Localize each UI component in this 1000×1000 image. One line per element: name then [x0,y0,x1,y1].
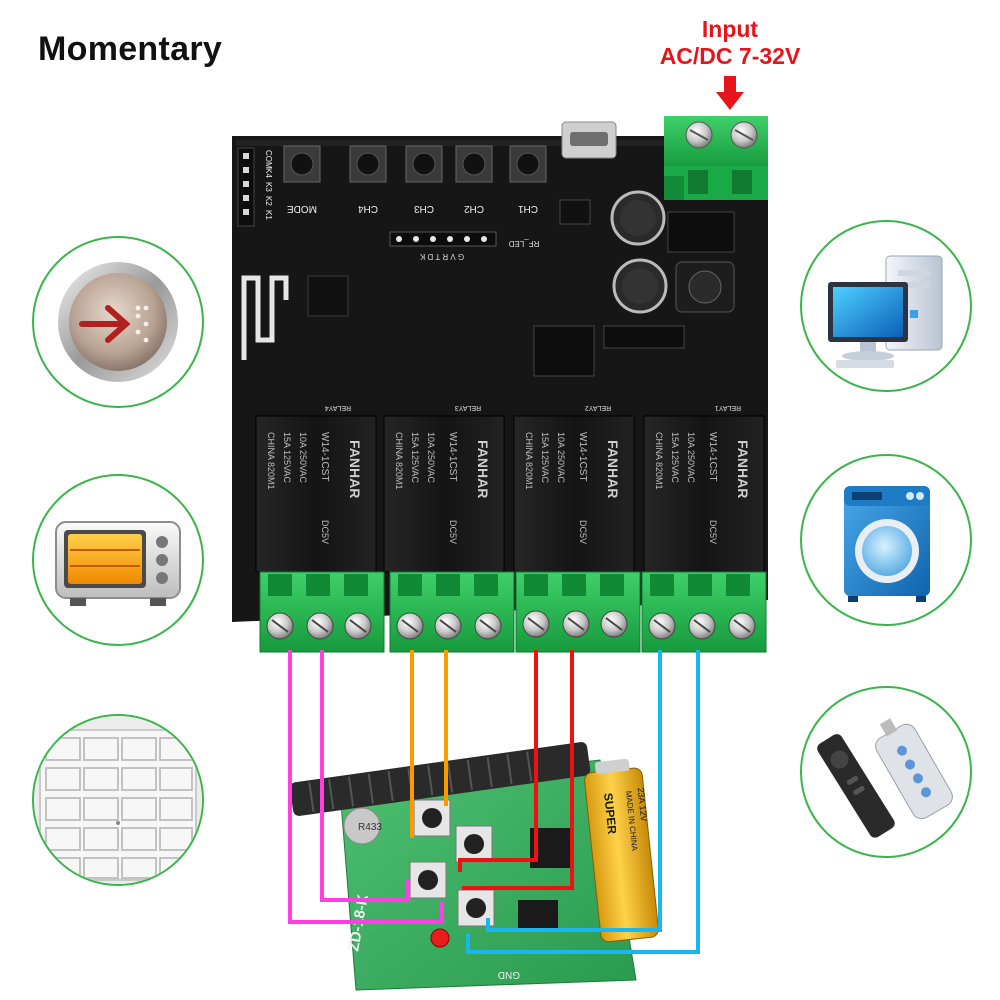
svg-text:DC5V: DC5V [448,520,458,544]
toaster-oven-circle [32,474,204,646]
svg-text:10A 250VAC: 10A 250VAC [556,432,566,483]
ch2-button-label: CH2 [464,203,484,214]
remote-controls-circle [800,686,972,858]
svg-text:FANHAR: FANHAR [735,440,751,498]
input-terminal [664,116,768,200]
svg-text:DC5V: DC5V [708,520,718,544]
relay3-label: RELAY3 [455,404,481,411]
terminal-ch1 [641,571,767,653]
usb-port [561,121,617,159]
prog-header [389,231,497,247]
computer-circle [800,220,972,392]
relay-3: FANHAR W14-1CST 10A 250VAC 15A 125VAC CH… [383,415,505,573]
header-pin-k3: K3 [264,182,273,192]
terminal-ch4 [259,571,385,653]
svg-text:W14-1CST: W14-1CST [707,432,718,481]
relay-4: FANHAR W14-1CST 10A 250VAC 15A 125VAC CH… [255,415,377,573]
terminal-ch2 [515,571,641,653]
header-pin-com: COM [264,150,273,169]
ch1-button-label: CH1 [518,203,538,214]
input-label-line1: Input [701,16,759,42]
elevator-button-icon [58,262,178,382]
battery: SUPER MADE IN CHINA 23A 12V [584,758,659,943]
svg-text:FANHAR: FANHAR [475,440,491,498]
relay-1: FANHAR W14-1CST 10A 250VAC 15A 125VAC CH… [643,415,765,573]
driver-chip [603,325,685,349]
battery-voltage: 23A 12V [636,787,650,822]
svg-text:10A 250VAC: 10A 250VAC [686,432,696,483]
relay1-label: RELAY1 [715,404,741,411]
terminal-ch3 [389,571,515,653]
capacitors [610,190,668,314]
svg-text:10A 250VAC: 10A 250VAC [426,432,436,483]
input-label-line2: AC/DC 7-32V [659,43,801,69]
svg-text:15A 125VAC: 15A 125VAC [670,432,680,483]
washing-machine-circle [800,454,972,626]
svg-text:10A 250VAC: 10A 250VAC [298,432,308,483]
svg-text:CHINA 820M1: CHINA 820M1 [524,432,534,490]
wire-ch2-b [462,650,574,890]
garage-door-icon [34,716,202,884]
ch3-button[interactable]: CH3 [405,145,443,214]
wifi-chip [307,275,349,317]
wire-ch4-b [320,650,410,902]
svg-text:FANHAR: FANHAR [605,440,621,498]
output-terminals [259,571,767,653]
prog-header-label: G V R T D K [419,252,464,261]
header-pin-k2: K2 [264,196,273,206]
elevator-button-circle [32,236,204,408]
ch2-button[interactable]: CH2 [455,145,493,214]
toaster-oven-icon [55,521,181,606]
page-title: Momentary [38,30,223,68]
relay2-label: RELAY2 [585,404,611,411]
header-pin-k1: K1 [264,210,273,220]
relay4-label: RELAY4 [325,404,351,411]
remote-crystal-label: R433 [358,822,382,833]
svg-text:15A 125VAC: 15A 125VAC [282,432,292,483]
input-arrow [716,76,744,110]
mode-button-label: MODE [287,203,317,214]
svg-text:CHINA 820M1: CHINA 820M1 [266,432,276,490]
garage-door-circle [32,714,204,886]
header-pin-k4: K4 [264,168,273,178]
wire-ch2-a [458,650,538,872]
remote-controls-icon [817,718,953,838]
svg-text:FANHAR: FANHAR [347,440,363,498]
svg-text:W14-1CST: W14-1CST [577,432,588,481]
svg-text:DC5V: DC5V [320,520,330,544]
relays: FANHAR W14-1CST 10A 250VAC 15A 125VAC CH… [255,415,765,573]
mode-button[interactable]: MODE [283,145,321,214]
ch4-button-label: CH4 [358,203,378,214]
svg-text:DC5V: DC5V [578,520,588,544]
remote-buttons [409,799,495,927]
input-label: Input AC/DC 7-32V [640,16,820,70]
tactile-buttons: MODE CH4 CH3 CH2 CH1 [283,145,547,214]
rf-led-label: RF_LED [508,239,539,248]
header-pins: COM K4 K3 K2 K1 [237,147,273,227]
ch4-button[interactable]: CH4 [349,145,387,214]
svg-text:15A 125VAC: 15A 125VAC [540,432,550,483]
svg-text:W14-1CST: W14-1CST [447,432,458,481]
mcu-chip [533,325,595,377]
relay-2: FANHAR W14-1CST 10A 250VAC 15A 125VAC CH… [513,415,635,573]
wire-ch4-a [288,650,444,924]
ch3-button-label: CH3 [414,203,434,214]
svg-text:CHINA 820M1: CHINA 820M1 [654,432,664,490]
computer-icon [828,255,943,368]
svg-text:W14-1CST: W14-1CST [319,432,330,481]
svg-text:CHINA 820M1: CHINA 820M1 [394,432,404,490]
wire-ch1-b [466,650,700,954]
wires [288,650,700,954]
wire-ch1-a [486,650,662,932]
svg-text:15A 125VAC: 15A 125VAC [410,432,420,483]
washing-machine-icon [844,486,930,602]
ch1-button[interactable]: CH1 [509,145,547,214]
pcb-antenna [241,275,289,360]
battery-brand: SUPER [601,792,619,835]
remote-gnd-label: GND [498,969,520,980]
